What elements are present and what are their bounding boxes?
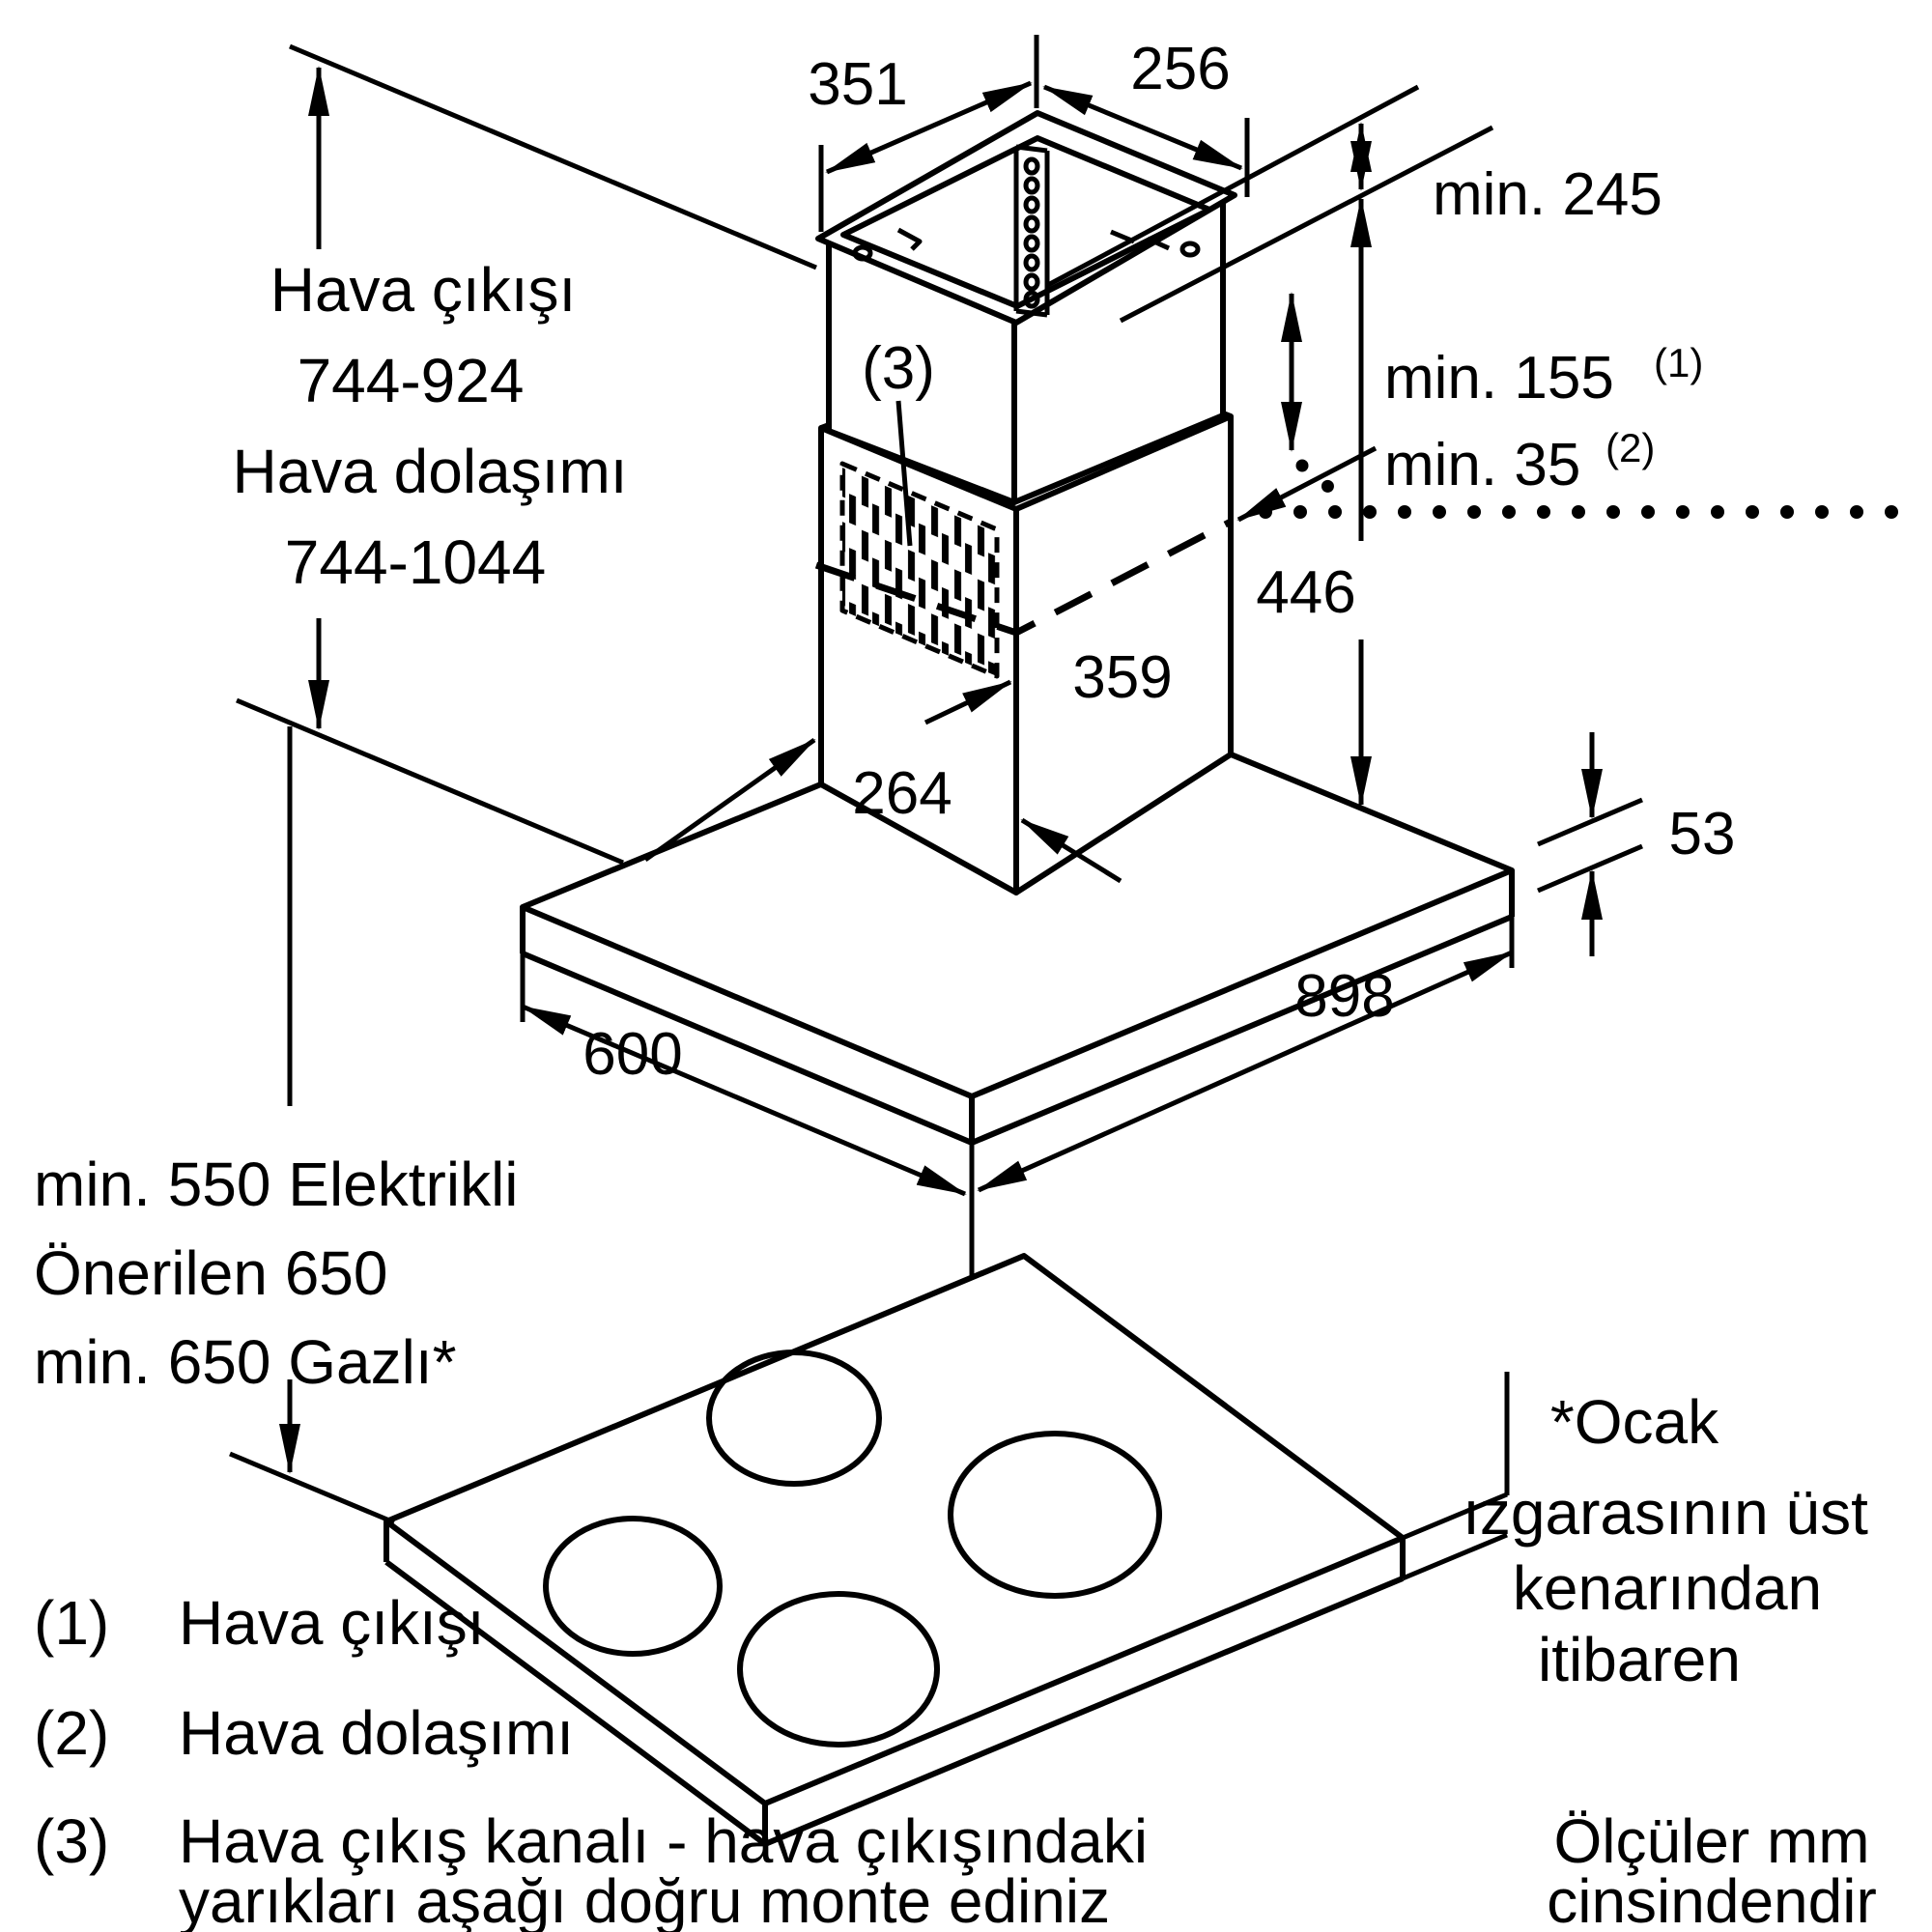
dimension-600 xyxy=(520,920,967,1197)
burner xyxy=(706,1350,882,1487)
cooktop-clearance-text: min. 550 Elektrikli Önerilen 650 min. 65… xyxy=(34,1150,519,1397)
dimension-min245 xyxy=(1046,84,1494,324)
dim-264-label: 264 xyxy=(852,760,952,827)
legend: (1) Hava çıkışı (2) Hava dolaşımı (3) Ha… xyxy=(34,1588,1148,1932)
footnote-leader xyxy=(1402,1372,1510,1581)
height-range-text: Hava çıkışı 744-924 Hava dolaşımı 744-10… xyxy=(232,255,627,597)
dim-min35-sup: (2) xyxy=(1605,425,1655,470)
dimension-359 xyxy=(923,679,1012,725)
ceiling-line xyxy=(1046,84,1420,288)
footnote-line3: kenarından xyxy=(1513,1553,1822,1623)
dimension-898 xyxy=(977,881,1515,1193)
air-circulation-range: 744-1044 xyxy=(285,527,546,597)
section-dashed-line xyxy=(814,518,1233,637)
clearance-line1: min. 550 Elektrikli xyxy=(34,1150,519,1219)
dim-446-label: 446 xyxy=(1256,559,1355,626)
burner xyxy=(948,1431,1162,1599)
units-note: Ölçüler mm cinsindendir xyxy=(1547,1806,1877,1932)
dimension-256 xyxy=(1042,84,1250,197)
legend-2-text: Hava dolaşımı xyxy=(179,1698,574,1768)
dim-min35-label: min. 35 xyxy=(1384,432,1580,498)
vent-panel xyxy=(839,461,1000,679)
footnote-line1: *Ocak xyxy=(1550,1387,1719,1457)
footnote-line4: itibaren xyxy=(1538,1625,1741,1694)
dim-min155-sup: (1) xyxy=(1654,340,1703,385)
sleeve-right-face xyxy=(1013,413,1234,895)
burner xyxy=(543,1516,723,1657)
label-3: (3) xyxy=(862,335,935,402)
clearance-line3: min. 650 Gazlı* xyxy=(34,1327,457,1397)
units-line1: Ölçüler mm xyxy=(1553,1806,1869,1876)
dashed-line-arrow xyxy=(1236,445,1378,523)
legend-1-text: Hava çıkışı xyxy=(179,1588,485,1658)
dim-600-label: 600 xyxy=(582,1021,682,1088)
dim-min245-label: min. 245 xyxy=(1433,161,1662,228)
footnote-line2: ızgarasının üst xyxy=(1463,1478,1868,1548)
footnote-text: *Ocak ızgarasının üst kenarından itibare… xyxy=(1463,1387,1868,1694)
dim-351-label: 351 xyxy=(808,51,907,118)
dimension-53 xyxy=(1537,732,1643,956)
legend-3-num: (3) xyxy=(34,1806,109,1876)
dim-256-label: 256 xyxy=(1130,36,1230,102)
dim-898-label: 898 xyxy=(1294,963,1394,1030)
air-circulation-title: Hava dolaşımı xyxy=(232,437,627,506)
dim-359-label: 359 xyxy=(1072,644,1172,711)
dimension-min155-min35 xyxy=(1236,292,1919,523)
cooktop-corner-ext xyxy=(229,1451,395,1525)
dim-min155-label: min. 155 xyxy=(1384,345,1614,412)
dim-53-label: 53 xyxy=(1669,801,1736,867)
units-line2: cinsindendir xyxy=(1547,1866,1877,1932)
burner xyxy=(737,1591,940,1747)
duct-top-line xyxy=(1119,125,1494,324)
air-outlet-title: Hava çıkışı xyxy=(270,255,577,325)
clearance-line2: Önerilen 650 xyxy=(34,1238,387,1308)
legend-3-text2: yarıkları aşağı doğru monte ediniz xyxy=(179,1866,1110,1932)
dimension-height-range xyxy=(236,43,817,866)
dimension-264 xyxy=(643,737,1122,884)
cooktop xyxy=(384,1253,1406,1847)
dimension-351 xyxy=(818,35,1039,232)
top-level-ext xyxy=(289,43,817,270)
dimension-cooktop-clearance xyxy=(229,726,395,1525)
label3-leader xyxy=(895,400,913,547)
air-outlet-range: 744-924 xyxy=(298,346,525,415)
legend-1-num: (1) xyxy=(34,1588,109,1658)
legend-2-num: (2) xyxy=(34,1698,109,1768)
hood-bottom-ext xyxy=(236,697,624,866)
legend-3-text: Hava çıkış kanalı - hava çıkışındaki xyxy=(179,1806,1148,1876)
